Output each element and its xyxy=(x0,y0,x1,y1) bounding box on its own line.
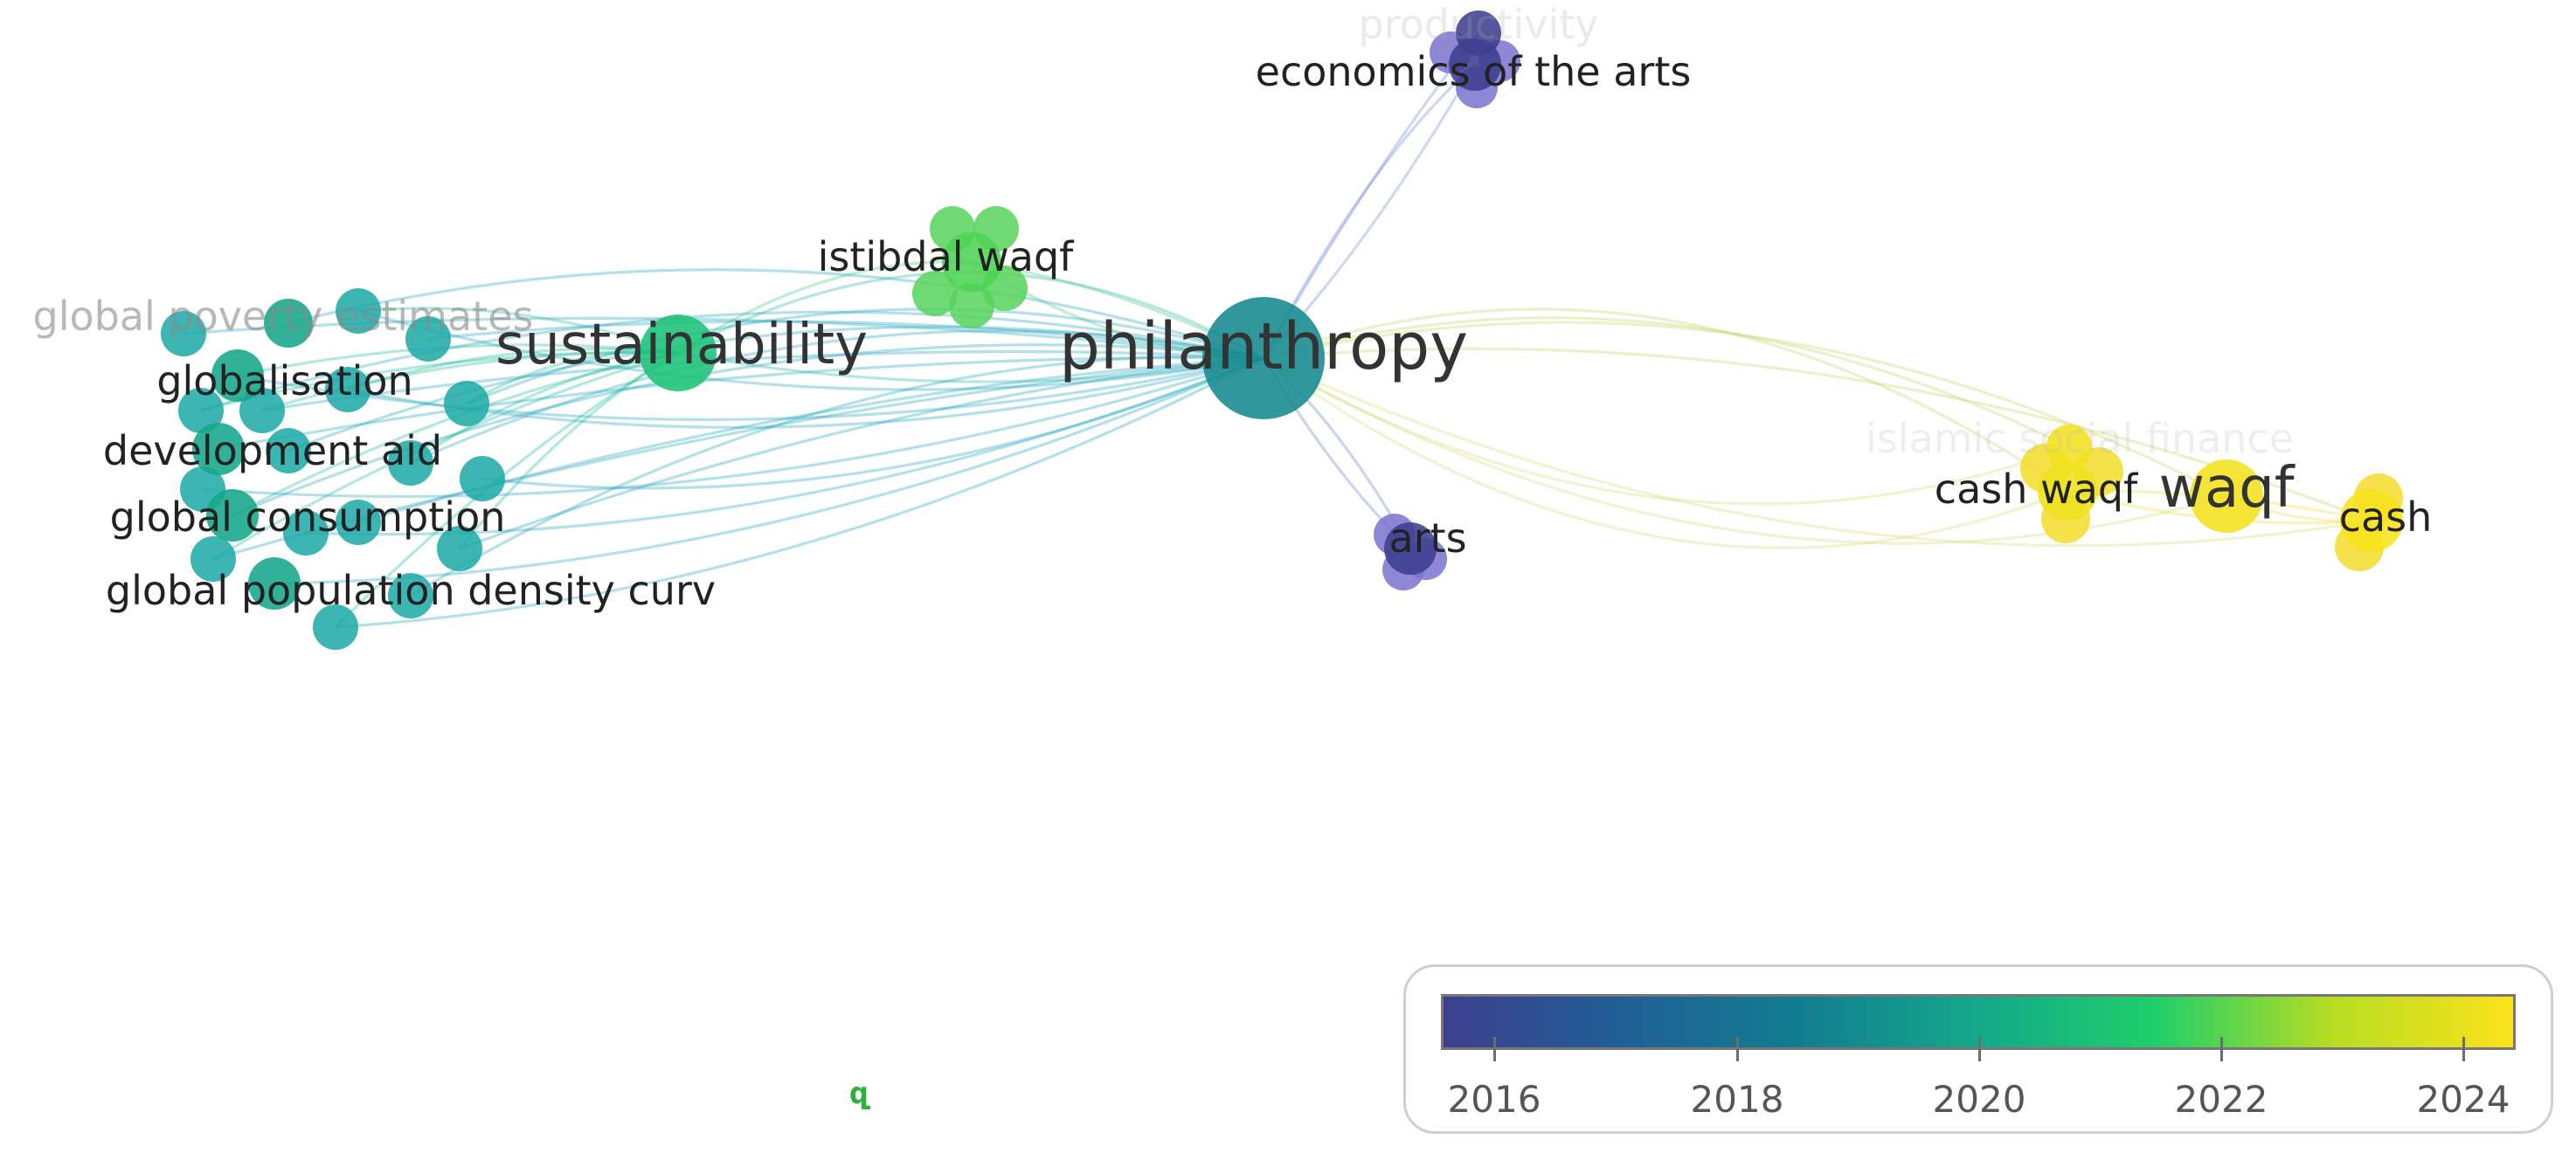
label-arts[interactable]: arts xyxy=(1388,514,1466,562)
link xyxy=(261,350,679,412)
legend-tick-mark xyxy=(1736,1037,1739,1061)
cluster-node[interactable] xyxy=(161,311,206,356)
node-development-aid[interactable] xyxy=(192,423,245,475)
label-development-aid[interactable]: development aid xyxy=(103,427,442,474)
link xyxy=(1263,347,2372,522)
cluster-node[interactable] xyxy=(437,526,482,571)
node-sustainability[interactable] xyxy=(640,314,717,391)
label-economics-of-the-arts[interactable]: economics of the arts xyxy=(1256,48,1692,95)
label-islamic-social-finance[interactable]: islamic social finance xyxy=(1866,415,2294,462)
label-cash[interactable]: cash xyxy=(2339,494,2433,541)
legend-tick-mark xyxy=(2220,1037,2223,1061)
link xyxy=(347,347,679,391)
cluster-node[interactable] xyxy=(460,456,505,501)
node-waqf[interactable] xyxy=(2190,459,2263,533)
cluster-node[interactable] xyxy=(313,604,358,650)
cluster-node[interactable] xyxy=(444,381,489,426)
legend-tick-label: 2020 xyxy=(1932,1078,2026,1121)
vosviewer-icon[interactable]: զ xyxy=(849,1076,869,1111)
link xyxy=(287,268,1264,360)
link xyxy=(200,310,1264,412)
link xyxy=(218,356,1264,451)
link xyxy=(677,351,1264,383)
link xyxy=(466,307,1264,405)
link xyxy=(1263,356,2372,548)
link xyxy=(287,325,1264,452)
link xyxy=(427,320,1264,360)
node-istibdal-waqf[interactable] xyxy=(942,232,1001,292)
cluster-node[interactable] xyxy=(949,283,994,328)
cluster-node[interactable] xyxy=(405,316,451,362)
legend-tick-label: 2024 xyxy=(2416,1078,2510,1121)
link xyxy=(677,259,973,355)
legend-tick-label: 2016 xyxy=(1447,1078,1541,1121)
legend-tick-label: 2022 xyxy=(2174,1078,2268,1121)
cluster-node[interactable] xyxy=(325,367,370,412)
node-philanthropy[interactable] xyxy=(1202,297,1325,419)
label-waqf[interactable]: waqf xyxy=(2159,456,2296,521)
cluster-node[interactable] xyxy=(336,500,381,545)
link xyxy=(237,343,679,377)
year-legend: 2016 2018 2020 2022 2024 xyxy=(1403,964,2553,1134)
node-islamic-social-finance[interactable] xyxy=(2046,425,2092,470)
cluster-node[interactable] xyxy=(912,271,958,316)
cluster-node[interactable] xyxy=(388,573,433,618)
label-philanthropy[interactable]: philanthropy xyxy=(1059,309,1468,384)
label-layer: philanthropy sustainability istibdal waqf e… xyxy=(33,1,2433,614)
label-istibdal-waqf[interactable]: istibdal waqf xyxy=(818,233,1076,280)
link xyxy=(232,343,1264,517)
link xyxy=(1263,356,2070,506)
node-cash[interactable] xyxy=(2340,489,2403,552)
link xyxy=(357,309,1264,391)
link xyxy=(261,349,1264,412)
link xyxy=(459,356,1264,550)
legend-tick-mark xyxy=(2462,1037,2465,1061)
link xyxy=(1263,321,2227,498)
link xyxy=(481,356,1264,490)
cluster-node[interactable] xyxy=(336,288,381,334)
node-productivity[interactable] xyxy=(1456,10,1501,56)
link xyxy=(1263,316,2070,449)
node-layer xyxy=(161,10,2403,650)
label-global-population-density-curv[interactable]: global population density curv xyxy=(106,567,716,614)
cluster-node[interactable] xyxy=(388,440,433,486)
link xyxy=(357,307,679,355)
link xyxy=(1263,356,2068,549)
label-cash-waqf[interactable]: cash waqf xyxy=(1935,466,2139,513)
link xyxy=(1263,307,2068,493)
link xyxy=(237,356,1264,422)
cluster-node[interactable] xyxy=(283,510,329,556)
node-global-population-density-curv[interactable] xyxy=(248,557,301,610)
legend-tick-label: 2018 xyxy=(1690,1078,1784,1121)
legend-tick-mark xyxy=(1978,1037,1981,1061)
label-globalisation[interactable]: globalisation xyxy=(156,357,412,404)
link xyxy=(410,329,1264,465)
link xyxy=(202,356,1264,499)
node-globalisation[interactable] xyxy=(211,349,264,402)
node-global-poverty-estimates[interactable] xyxy=(264,299,313,348)
link xyxy=(334,351,679,629)
label-global-poverty-estimates[interactable]: global poverty estimates xyxy=(33,293,534,340)
legend-tick-mark xyxy=(1493,1037,1496,1061)
link xyxy=(335,356,1264,629)
label-productivity[interactable]: productivity xyxy=(1359,1,1599,48)
link xyxy=(410,355,1264,597)
link xyxy=(212,351,679,561)
cluster-node[interactable] xyxy=(178,388,224,433)
cluster-node[interactable] xyxy=(239,388,285,433)
node-arts[interactable] xyxy=(1384,522,1437,575)
node-cash-waqf[interactable] xyxy=(2038,461,2097,521)
cluster-node[interactable] xyxy=(266,428,311,473)
node-global-consumption[interactable] xyxy=(206,489,259,542)
label-sustainability[interactable]: sustainability xyxy=(495,313,868,377)
cluster-node[interactable] xyxy=(190,536,236,582)
label-global-consumption[interactable]: global consumption xyxy=(110,494,506,541)
